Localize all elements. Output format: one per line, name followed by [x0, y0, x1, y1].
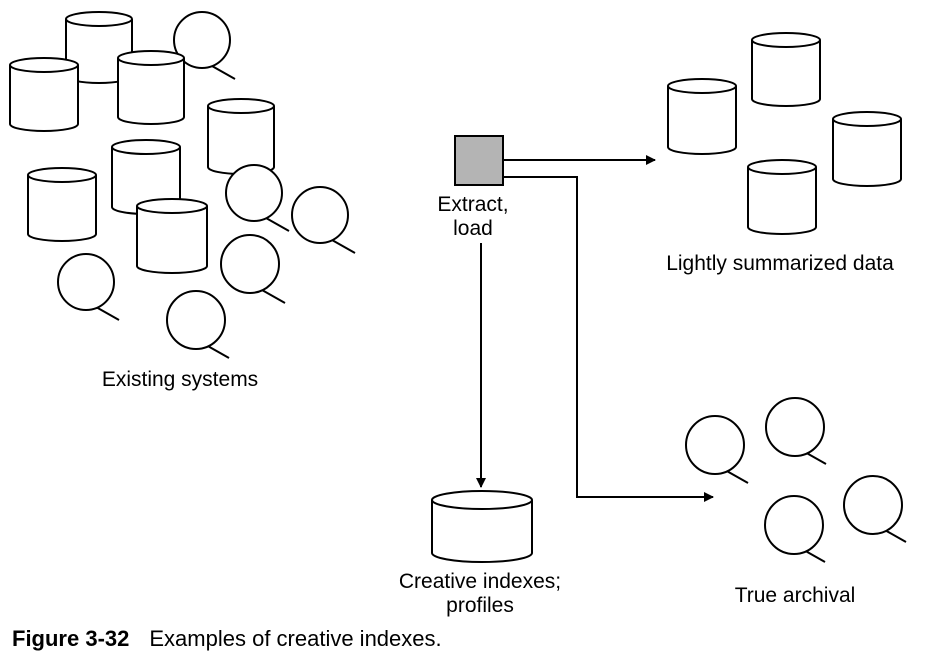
creative-indexes-label: Creative indexes; profiles	[370, 570, 590, 618]
existing-tape-4	[220, 234, 286, 304]
summarized-disk-1	[751, 32, 821, 107]
figure-caption: Figure 3-32 Examples of creative indexes.	[12, 626, 442, 652]
lightly-summarized-label: Lightly summarized data	[666, 252, 894, 275]
existing-disk-3	[117, 50, 185, 125]
arrow-to-true-archival	[503, 176, 714, 502]
true-archival-label: True archival	[734, 584, 856, 607]
creative-indexes-label-line-1: Creative indexes;	[398, 570, 562, 593]
true-archival-cluster	[685, 397, 907, 563]
existing-systems-cluster	[9, 11, 356, 359]
creative-indexes-label-line-2: profiles	[446, 594, 514, 617]
existing-disk-6	[27, 167, 97, 242]
summarized-disk-4	[747, 159, 817, 235]
creative-indexes-disk	[431, 490, 533, 563]
extract-load-label-line-2: load	[453, 217, 493, 240]
existing-tape-6	[166, 290, 230, 359]
existing-tape-1	[173, 11, 236, 80]
extract-load-label-line-1: Extract,	[437, 193, 509, 216]
archival-tape-1	[765, 397, 827, 465]
figure-number: Figure 3-32	[12, 626, 130, 651]
existing-tape-3	[291, 186, 356, 254]
summarized-disk-3	[832, 111, 902, 187]
archival-tape-3	[843, 475, 907, 543]
extract-load-box	[454, 135, 504, 186]
existing-disk-4	[207, 98, 275, 175]
archival-tape-2	[685, 415, 749, 484]
existing-systems-label: Existing systems	[101, 368, 259, 391]
existing-tape-2	[225, 164, 290, 232]
extract-load-label: Extract, load	[418, 193, 528, 241]
existing-tape-5	[57, 253, 120, 321]
existing-disk-1	[65, 11, 133, 84]
existing-disk-2	[9, 57, 79, 132]
existing-disk-5	[111, 139, 181, 215]
summarized-disk-2	[667, 78, 737, 155]
flow-arrows	[476, 155, 714, 502]
existing-disk-7	[136, 198, 208, 274]
archival-tape-4	[764, 495, 826, 563]
figure-caption-text: Examples of creative indexes.	[149, 626, 442, 651]
lightly-summarized-cluster	[667, 32, 902, 235]
